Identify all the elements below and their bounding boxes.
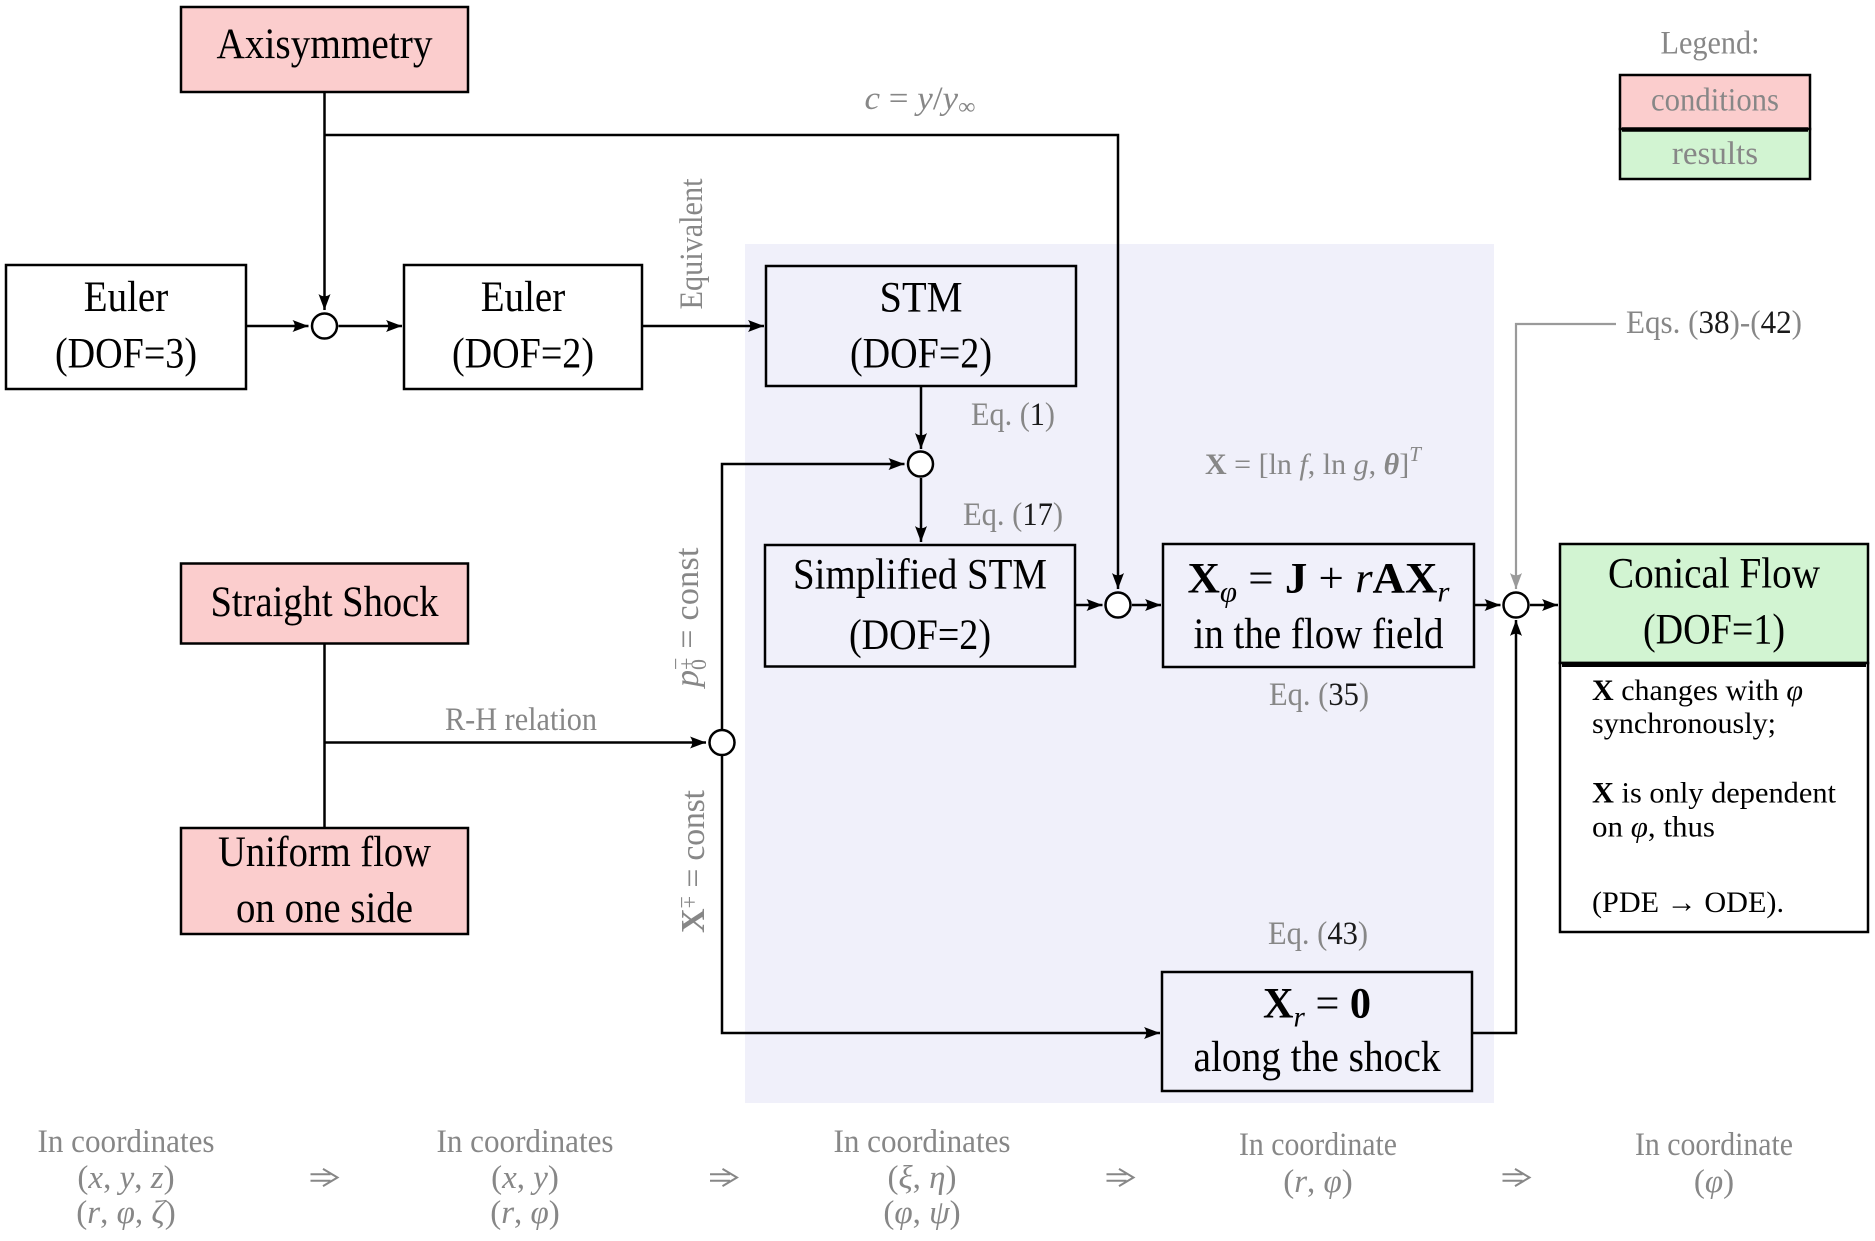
svg-text:Equivalent: Equivalent (674, 179, 710, 310)
svg-text:R-H relation: R-H relation (445, 702, 597, 738)
svg-text:Eq. (43): Eq. (43) (1268, 916, 1368, 952)
svg-text:Legend:: Legend: (1661, 26, 1760, 62)
svg-text:Axisymmetry: Axisymmetry (217, 20, 433, 68)
svg-text:(r, φ): (r, φ) (1283, 1164, 1353, 1200)
svg-text:In coordinate: In coordinate (1239, 1127, 1397, 1163)
svg-text:(x, y, z): (x, y, z) (77, 1160, 174, 1196)
svg-text:(DOF=2): (DOF=2) (452, 330, 594, 378)
svg-text:Uniform flow: Uniform flow (218, 828, 432, 876)
svg-text:(PDE → ODE).: (PDE → ODE). (1592, 886, 1784, 919)
svg-text:along the shock: along the shock (1194, 1033, 1441, 1081)
svg-text:(DOF=2): (DOF=2) (850, 330, 992, 378)
svg-text:(DOF=1): (DOF=1) (1643, 606, 1785, 654)
svg-text:In coordinates: In coordinates (38, 1124, 215, 1160)
svg-text:In coordinate: In coordinate (1635, 1127, 1793, 1163)
svg-text:(DOF=2): (DOF=2) (849, 611, 991, 659)
svg-text:c = y/y∞: c = y/y∞ (865, 81, 976, 119)
svg-text:conditions: conditions (1651, 83, 1779, 119)
svg-text:on φ, thus: on φ, thus (1592, 811, 1715, 844)
svg-text:Euler: Euler (481, 273, 566, 321)
svg-text:Conical Flow: Conical Flow (1608, 550, 1821, 598)
svg-text:Euler: Euler (84, 273, 169, 321)
svg-text:X changes with φ: X changes with φ (1592, 674, 1803, 707)
svg-text:Xφ = J + rAXr: Xφ = J + rAXr (1188, 555, 1450, 609)
svg-text:Eqs. (38)-(42): Eqs. (38)-(42) (1626, 305, 1802, 341)
svg-text:(DOF=3): (DOF=3) (55, 330, 197, 378)
svg-text:X = [ln f, ln g, θ]T: X = [ln f, ln g, θ]T (1205, 442, 1422, 481)
svg-text:(x, y): (x, y) (491, 1160, 559, 1196)
svg-text:p0−+ = const: p0−+ = const (663, 547, 711, 689)
svg-text:Eq. (17): Eq. (17) (963, 497, 1063, 533)
svg-text:(φ, ψ): (φ, ψ) (883, 1195, 960, 1231)
svg-text:(ξ, η): (ξ, η) (887, 1160, 956, 1196)
svg-text:X is only dependent: X is only dependent (1592, 777, 1837, 810)
svg-text:In coordinates: In coordinates (834, 1124, 1011, 1160)
svg-text:(r, φ, ζ): (r, φ, ζ) (76, 1195, 175, 1231)
svg-text:in the flow field: in the flow field (1194, 610, 1444, 658)
svg-text:synchronously;: synchronously; (1592, 707, 1776, 740)
svg-text:on one side: on one side (236, 884, 413, 932)
svg-text:(φ): (φ) (1694, 1164, 1734, 1200)
svg-text:Straight Shock: Straight Shock (211, 578, 439, 626)
svg-text:Simplified STM: Simplified STM (793, 551, 1047, 599)
svg-text:Eq. (35): Eq. (35) (1269, 677, 1369, 713)
svg-text:In coordinates: In coordinates (437, 1124, 614, 1160)
svg-text:Xr = 0: Xr = 0 (1263, 980, 1371, 1034)
svg-text:Eq. (1): Eq. (1) (971, 397, 1055, 433)
svg-text:results: results (1672, 136, 1758, 172)
svg-text:X−+ = const: X−+ = const (669, 789, 712, 933)
svg-text:(r, φ): (r, φ) (490, 1195, 560, 1231)
svg-text:STM: STM (880, 274, 963, 322)
